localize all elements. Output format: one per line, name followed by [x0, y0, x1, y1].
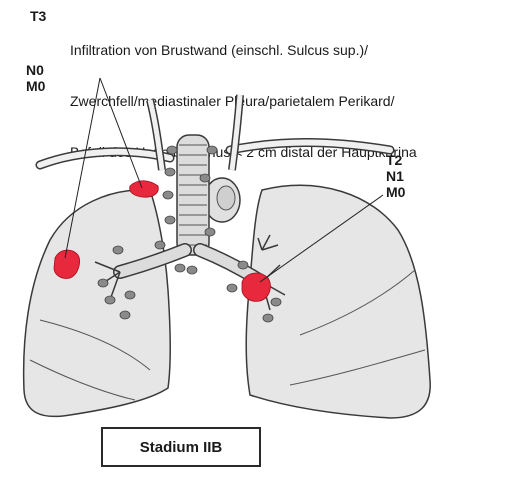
lymph-node	[200, 174, 210, 182]
lymph-node	[271, 298, 281, 306]
lymph-node	[263, 314, 273, 322]
tumor-left-chest-wall	[54, 250, 80, 278]
stadium-box: Stadium IIB	[101, 427, 261, 467]
lymph-node	[187, 266, 197, 274]
lymph-node	[125, 291, 135, 299]
lymph-node	[165, 216, 175, 224]
lymph-node	[113, 246, 123, 254]
lymph-node	[227, 284, 237, 292]
left-lung	[24, 190, 171, 417]
lymph-node	[98, 279, 108, 287]
lymph-node	[165, 168, 175, 176]
lymph-node	[163, 191, 173, 199]
lymph-node	[207, 146, 217, 154]
pointer-line-left-to-apex	[100, 78, 142, 188]
lymph-node	[167, 146, 177, 154]
lymph-node	[105, 296, 115, 304]
lymph-node	[120, 311, 130, 319]
lymph-node	[175, 264, 185, 272]
aortic-arch-inner	[217, 186, 235, 210]
lymph-node	[155, 241, 165, 249]
lymph-node	[238, 261, 248, 269]
lymph-node	[205, 228, 215, 236]
stadium-label: Stadium IIB	[140, 439, 223, 456]
tumor-left-apex	[130, 181, 159, 197]
